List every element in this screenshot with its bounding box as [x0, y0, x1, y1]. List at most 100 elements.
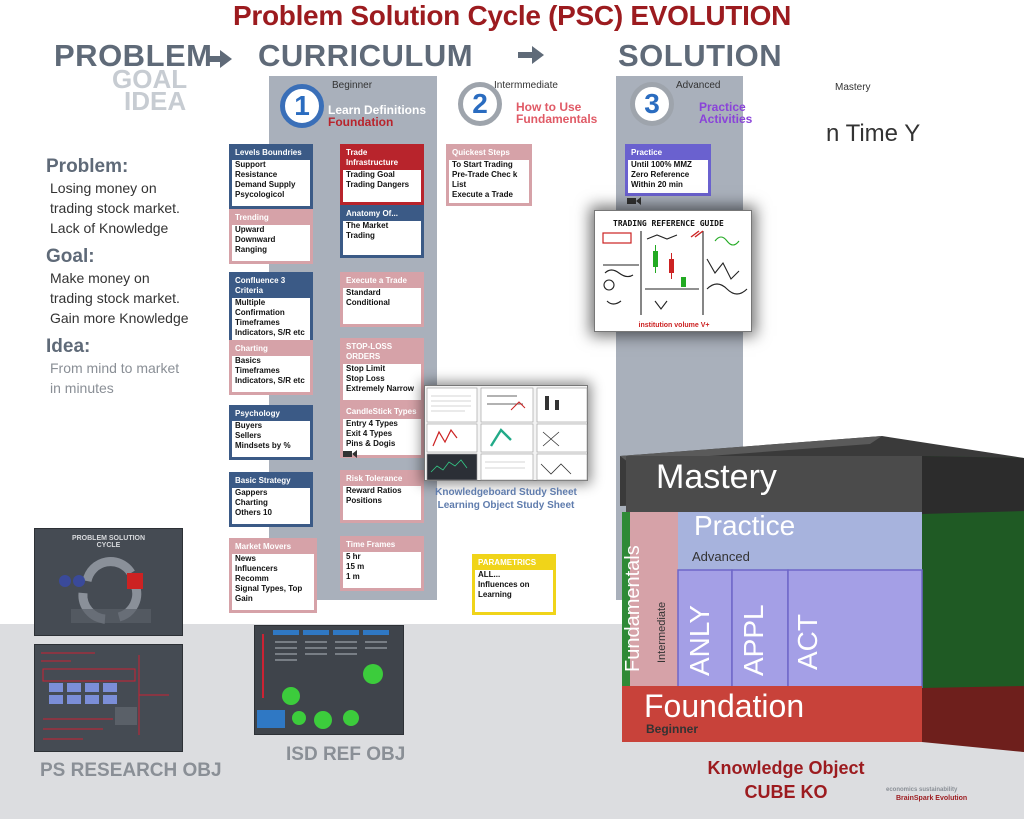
problem-line: trading stock market.: [50, 200, 180, 216]
level-advanced: Advanced: [676, 80, 721, 91]
ps-research-label: PS RESEARCH OBJ: [40, 760, 222, 781]
card-item: Mindsets by %: [235, 441, 291, 450]
isd-ref-thumbnail[interactable]: [254, 625, 404, 735]
card-time-frames[interactable]: Time Frames 5 hr 15 m 1 m: [340, 536, 424, 591]
card-item: Influences on Learning: [478, 580, 530, 599]
psc-thumb-title: PROBLEM SOLUTION: [71, 535, 146, 542]
card-item: Indicators, S/R etc: [235, 328, 305, 337]
brand-text-bottom: BrainSpark Evolution: [896, 795, 968, 802]
card-item: Exit 4 Types: [346, 429, 393, 438]
problem-line: Losing money on: [50, 180, 157, 196]
card-item: Buyers: [235, 421, 263, 430]
reference-guide-caption: institution volume V+: [638, 322, 710, 329]
research-sketch: [41, 652, 169, 740]
idea-line: From mind to market: [50, 360, 180, 376]
card-anatomy-of[interactable]: Anatomy Of... The Market Trading: [340, 205, 424, 258]
problem-heading: PROBLEM: [54, 38, 213, 73]
card-item: Until 100% MMZ: [631, 160, 692, 169]
solution-heading: SOLUTION: [618, 38, 783, 73]
card-item: Basics: [235, 356, 261, 365]
study-sheet-caption-2: Learning Object Study Sheet: [437, 500, 575, 511]
card-item: Pins & Dogis: [346, 439, 396, 448]
card-levels-boundries[interactable]: Levels Boundries Support Resistance Dema…: [229, 144, 313, 209]
card-item: Pre-Trade Chec k List: [452, 170, 518, 189]
card-stop-loss-orders[interactable]: STOP-LOSS ORDERS Stop Limit Stop Loss Ex…: [340, 338, 424, 403]
card-practice[interactable]: Practice Until 100% MMZ Zero Reference W…: [625, 144, 711, 196]
level-beginner: Beginner: [332, 80, 373, 91]
card-title: Practice: [628, 147, 708, 160]
study-sheet-caption-1: Knowledgeboard Study Sheet: [435, 487, 577, 498]
brand-text-top: economics sustainability: [886, 787, 958, 793]
level-mastery: Mastery: [835, 82, 871, 93]
cube-fundamentals-label: Fundamentals: [622, 545, 644, 672]
card-quickest-steps[interactable]: Quickest Steps To Start Trading Pre-Trad…: [446, 144, 532, 206]
card-trade-infrastructure[interactable]: Trade Infrastructure Trading Goal Tradin…: [340, 144, 424, 205]
cube-ko-label: CUBE KO: [744, 782, 828, 802]
card-title: Charting: [232, 343, 310, 356]
card-charting[interactable]: Charting Basics Timeframes Indicators, S…: [229, 340, 313, 395]
card-item: Execute a Trade: [452, 190, 513, 199]
card-title: Time Frames: [343, 539, 421, 552]
trading-reference-guide-sheet[interactable]: TRADING REFERENCE GUIDE institution volu…: [594, 210, 752, 332]
psc-thumbnail[interactable]: PROBLEM SOLUTION CYCLE: [34, 528, 183, 636]
knowledge-object-cube[interactable]: [620, 436, 1024, 752]
card-item: Indicators, S/R etc: [235, 376, 305, 385]
card-item: Within 20 min: [631, 180, 683, 189]
isd-ref-diagram: [257, 630, 389, 729]
knowledgeboard-study-sheet[interactable]: [424, 385, 588, 481]
card-item: Ranging: [235, 245, 267, 254]
stage-1-badge[interactable]: 1: [280, 84, 324, 128]
card-item: Positions: [346, 496, 383, 505]
card-trending[interactable]: Trending Upward Downward Ranging: [229, 209, 313, 264]
card-execute-trade[interactable]: Execute a Trade Standard Conditional: [340, 272, 424, 327]
card-psychology[interactable]: Psychology Buyers Sellers Mindsets by %: [229, 405, 313, 460]
card-item: Timeframes: [235, 366, 280, 375]
card-item: Gappers: [235, 488, 268, 497]
card-item: 1 m: [346, 572, 360, 581]
stage-2-title: How to Use: [516, 100, 582, 114]
goal-line: trading stock market.: [50, 290, 180, 306]
problem-label: Problem:: [46, 156, 129, 177]
cube-act-label: ACT: [792, 614, 823, 670]
cube-fundamentals-face: [630, 512, 680, 688]
problem-goal-idea-panel: Problem: Losing money on trading stock m…: [46, 156, 246, 398]
stage-2-subtitle: Fundamentals: [516, 112, 598, 126]
stage-1-title: Learn Definitions: [328, 103, 427, 117]
card-item: Extremely Narrow: [346, 384, 415, 393]
cycle-icon: [59, 557, 151, 624]
level-intermediate: Intermmediate: [494, 80, 558, 91]
goal-text: Make money on trading stock market. Gain…: [46, 268, 246, 328]
cube-anly-label: ANLY: [684, 604, 715, 676]
card-item: Influencers Recomm: [235, 564, 278, 583]
card-item: The Market: [346, 221, 389, 230]
goal-ghost-text: GOAL: [112, 64, 188, 94]
goal-line: Gain more Knowledge: [50, 310, 189, 326]
card-item: Zero Reference: [631, 170, 690, 179]
card-item: Demand Supply: [235, 180, 296, 189]
idea-ghost-text: IDEA: [124, 86, 187, 116]
card-item: Downward: [235, 235, 276, 244]
card-candlestick-types[interactable]: CandleStick Types Entry 4 Types Exit 4 T…: [340, 403, 424, 458]
card-item: Support Resistance: [235, 160, 278, 179]
problem-line: Lack of Knowledge: [50, 220, 169, 236]
mastery-text: n Time Y: [826, 120, 921, 147]
cube-act-face: [787, 569, 923, 689]
card-item: Charting: [235, 498, 268, 507]
stage-2-badge[interactable]: 2: [458, 82, 502, 126]
cube-appl-label: APPL: [738, 604, 769, 676]
card-basic-strategy[interactable]: Basic Strategy Gappers Charting Others 1…: [229, 472, 313, 527]
card-item: 15 m: [346, 562, 365, 571]
card-title: Risk Tolerance: [343, 473, 421, 486]
card-confluence[interactable]: Confluence 3 Criteria Multiple Confirmat…: [229, 272, 313, 347]
card-risk-tolerance[interactable]: Risk Tolerance Reward Ratios Positions: [340, 470, 424, 523]
ps-research-thumbnail[interactable]: [34, 644, 183, 752]
card-item: ALL...: [478, 570, 501, 579]
card-item: Sellers: [235, 431, 262, 440]
card-title: Psychology: [232, 408, 310, 421]
stage-3-badge[interactable]: 3: [630, 82, 674, 126]
card-market-movers[interactable]: Market Movers News Influencers Recomm Si…: [229, 538, 317, 613]
stage-3-subtitle: Activities: [699, 112, 753, 126]
card-parametrics[interactable]: PARAMETRICS ALL... Influences on Learnin…: [472, 554, 556, 615]
card-title: Market Movers: [232, 541, 314, 554]
card-item: Upward: [235, 225, 265, 234]
